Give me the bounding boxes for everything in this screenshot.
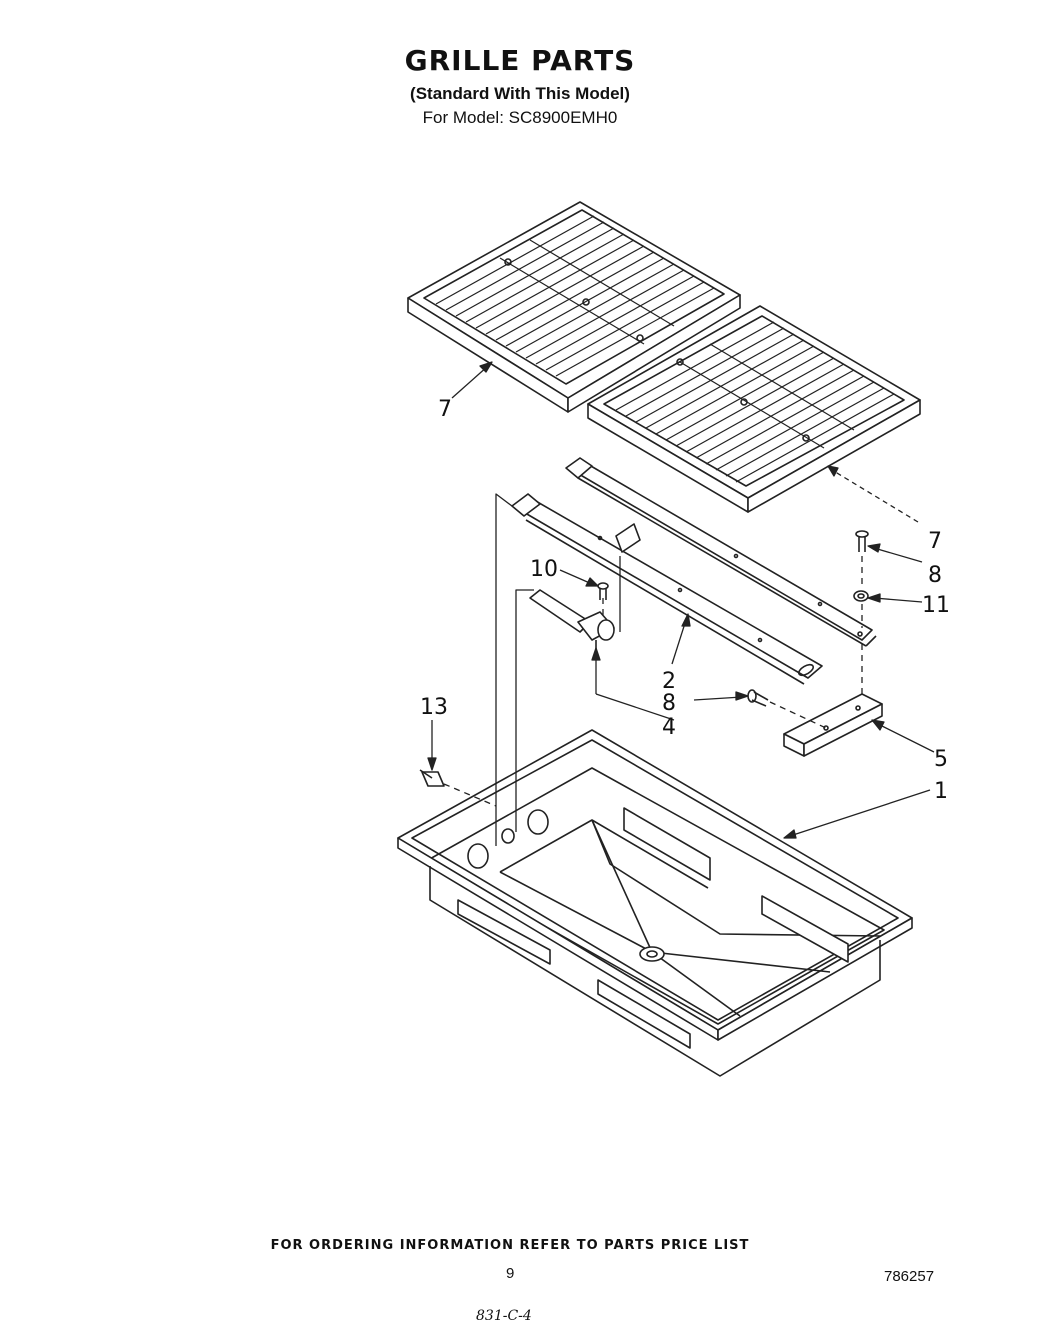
page-number: 9 <box>506 1265 515 1282</box>
callout-pan: 1 <box>934 779 948 804</box>
grate-left <box>407 201 741 413</box>
grate-right <box>587 305 921 513</box>
document-number: 786257 <box>884 1268 935 1285</box>
callout-nut: 11 <box>922 593 950 618</box>
callout-screw-small: 10 <box>530 557 558 582</box>
grille-pan <box>397 729 913 1077</box>
callout-clip: 13 <box>420 695 448 720</box>
callout-screw-mid: 8 <box>662 691 676 716</box>
solid-guide-lines <box>495 493 621 846</box>
bracket-5 <box>783 693 883 757</box>
screw-8-mid <box>747 689 769 707</box>
assembly-lines <box>443 556 863 807</box>
model-label: For Model: SC8900EMH0 <box>422 108 618 127</box>
burner-tube-front <box>511 493 823 685</box>
callout-bracket: 5 <box>934 747 948 772</box>
handwritten-note: 831-C-4 <box>476 1308 532 1324</box>
callout-burner: 2 <box>662 669 676 694</box>
burner-tube-rear <box>565 457 877 647</box>
clip-13 <box>419 769 445 787</box>
ordering-note: FOR ORDERING INFORMATION REFER TO PARTS … <box>270 1238 750 1253</box>
callout-valve: 4 <box>662 715 676 740</box>
callout-grate-left: 7 <box>438 397 452 422</box>
screw-8-top <box>855 530 869 552</box>
nut-11 <box>853 590 869 602</box>
page-subtitle: (Standard With This Model) <box>410 84 630 103</box>
leader-lines <box>427 361 935 839</box>
callout-screw-top: 8 <box>928 563 942 588</box>
screw-10 <box>597 582 609 600</box>
valve-assembly <box>529 589 615 650</box>
page-title: GRILLE PARTS <box>404 44 636 77</box>
callout-grate-right: 7 <box>928 529 942 554</box>
